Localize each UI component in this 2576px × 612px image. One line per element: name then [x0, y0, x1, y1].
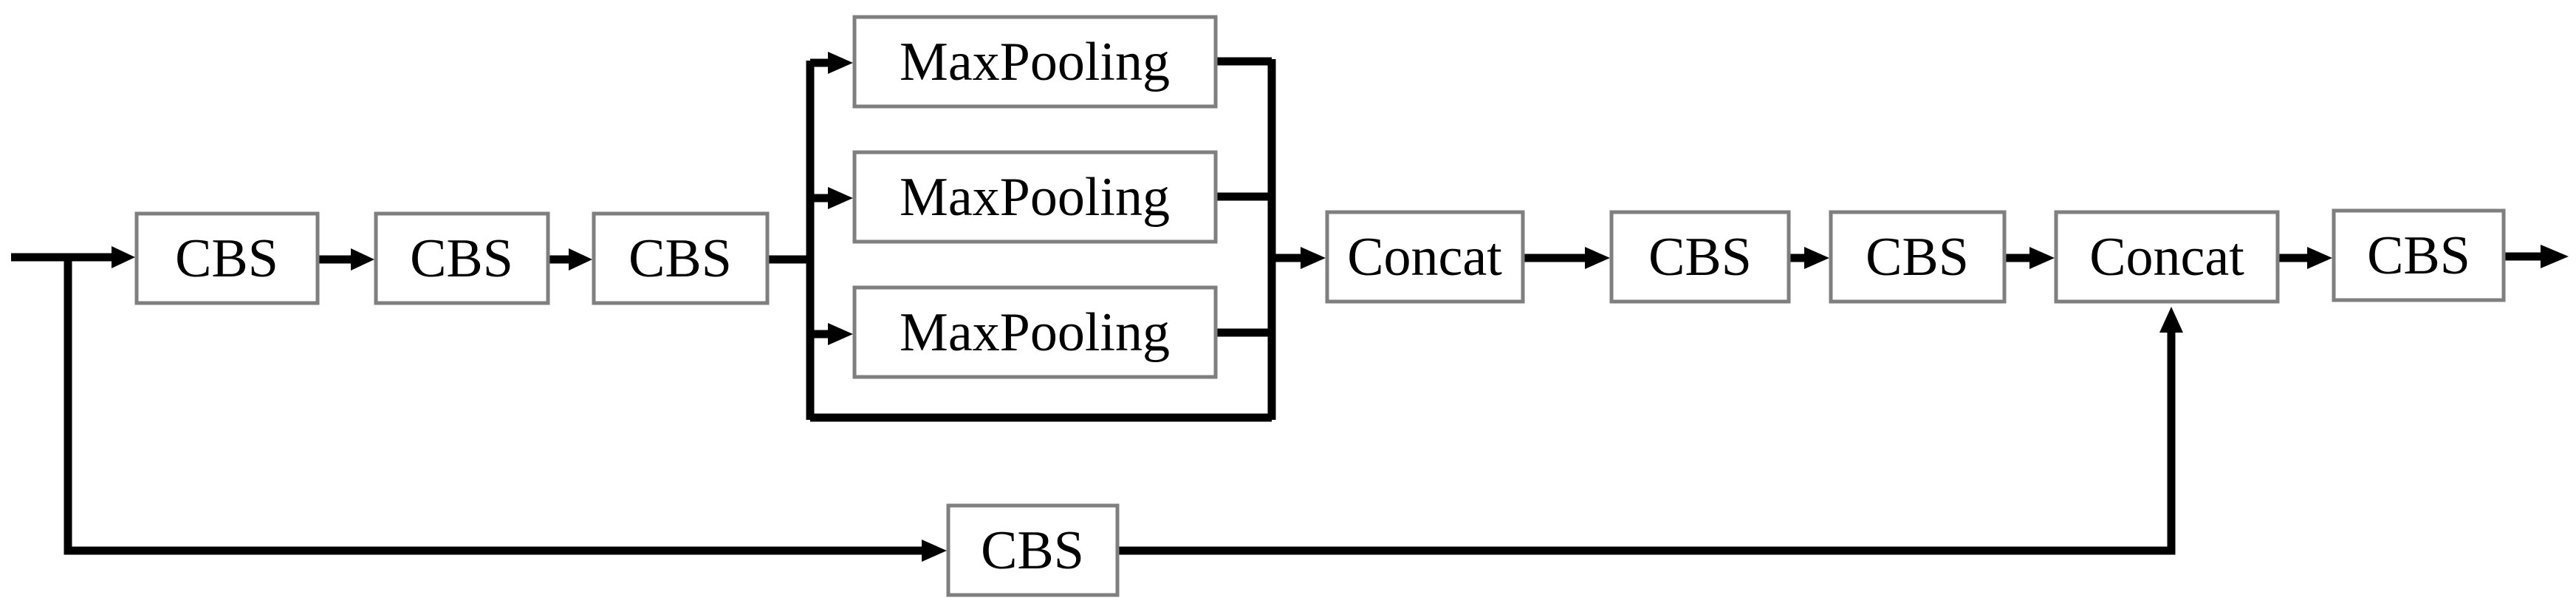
cbs-block-5-label: CBS [1866, 227, 1969, 288]
cbs-block-6-label: CBS [2367, 225, 2470, 286]
maxpooling-block-1: MaxPooling [852, 15, 1218, 109]
arrow-shortcut-into-concat-2 [2159, 307, 2183, 333]
arrow-into-cbs-6 [2307, 247, 2332, 269]
cbs-block-2: CBS [374, 211, 550, 305]
arrow-into-cbs-3 [569, 248, 592, 271]
cbs-block-4-label: CBS [1648, 227, 1752, 288]
arrow-into-concat-1 [1301, 247, 1326, 269]
cbs-shortcut-block-label: CBS [981, 520, 1084, 581]
concat-block-2: Concat [2054, 210, 2280, 304]
cbs-block-2-label: CBS [410, 228, 513, 289]
arrow-into-cbs-shortcut [922, 540, 947, 562]
concat-block-1: Concat [1325, 210, 1525, 304]
cbs-block-1: CBS [134, 211, 320, 305]
cbs-block-3-label: CBS [628, 228, 732, 289]
concat-block-2-label: Concat [2089, 227, 2244, 288]
cbs-shortcut-block: CBS [946, 503, 1120, 597]
arrow-into-cbs-2 [351, 248, 374, 271]
arrow-into-concat-2 [2029, 247, 2055, 269]
arrow-into-cbs-1 [112, 246, 135, 268]
arrow-into-maxpool-3 [828, 323, 853, 345]
arrowheads [112, 52, 2569, 562]
cbs-block-1-label: CBS [175, 228, 278, 289]
shortcut-path-out [1119, 331, 2176, 555]
connections [11, 57, 2541, 555]
cbs-block-6: CBS [2332, 208, 2506, 302]
cbs-block-5: CBS [1829, 210, 2007, 304]
cbs-block-4: CBS [1609, 210, 1791, 304]
arrow-output [2541, 245, 2569, 268]
arrow-into-cbs-4 [1585, 247, 1610, 269]
cbs-block-3: CBS [592, 211, 770, 305]
arrow-into-cbs-5 [1804, 247, 1829, 269]
maxpooling-block-3-label: MaxPooling [900, 302, 1170, 363]
maxpooling-block-1-label: MaxPooling [900, 32, 1170, 92]
concat-block-1-label: Concat [1347, 227, 1502, 288]
shortcut-path-in [64, 257, 927, 555]
maxpooling-block-3: MaxPooling [852, 285, 1218, 379]
arrow-into-maxpool-1 [828, 52, 853, 74]
maxpooling-block-2-label: MaxPooling [900, 167, 1170, 228]
maxpooling-block-2: MaxPooling [852, 150, 1218, 244]
arrow-into-maxpool-2 [828, 187, 853, 209]
